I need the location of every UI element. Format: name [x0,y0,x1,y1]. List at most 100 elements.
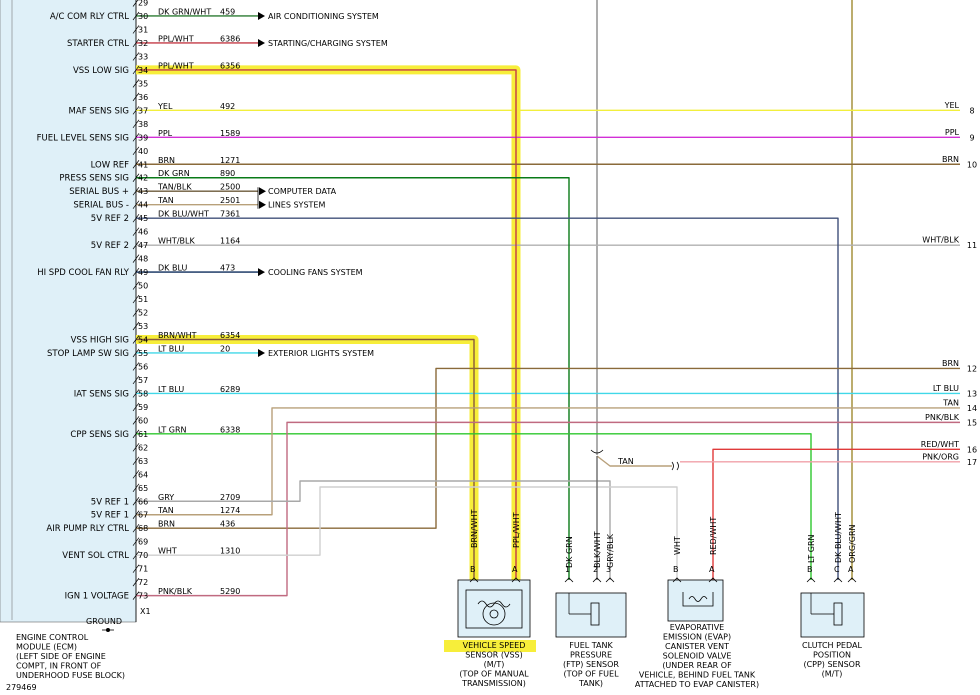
vss-pin-color-label: PPL/WHT [512,512,521,548]
pin-number: 64 [138,470,148,479]
pin-number: 41 [138,160,148,169]
pin-number: 38 [138,120,148,129]
wire-color-label: DK BLU/WHT [158,210,209,219]
pin-tick [132,173,140,182]
evap-label-line: (UNDER REAR OF [662,661,732,670]
pin-tick [132,254,140,263]
pin-number: 48 [138,255,148,264]
pin-number: 68 [138,524,148,533]
right-wire-color-label: TAN [942,398,959,407]
wire-color-label: BRN [158,156,175,165]
pin-tick [132,416,140,425]
pin-tick [132,227,140,236]
page-reference-number: 10 [967,160,977,169]
wire-color-label: YEL [157,102,173,111]
pin-tick [132,470,140,479]
pin-tick [132,348,140,358]
pin-tick [132,389,140,398]
circuit-number-label: 6356 [220,61,240,70]
pin-tick [132,92,140,102]
pin-number: 49 [138,268,148,277]
vss-sensor-box [457,579,531,638]
destination-label: COOLING FANS SYSTEM [268,268,363,277]
connector-terminal-icon [469,577,479,583]
connector-terminal-icon [592,577,602,583]
pin-tick [132,510,140,519]
pin-number: 53 [138,322,148,331]
air-pump-ctrl-wire [136,367,960,529]
pin-tick [132,213,140,223]
pin-number: 69 [138,538,148,547]
vss-pin-letter: A [512,565,518,574]
splice-mark [590,449,604,454]
evap-pin-color-label: WHT [673,536,682,555]
evap-pin-color-label: RED/WHT [709,517,718,555]
pin-number: 72 [138,578,148,587]
pin-number: 46 [138,228,148,237]
vss-pin-letter: B [470,565,476,574]
pin-function-label: AIR PUMP RLY CTRL [46,524,129,534]
tan-splice-wire [596,455,672,467]
5v-ref-1-tan-wire [136,407,960,516]
ftp-label-line: TANK) [578,679,603,688]
vss-label-line: TRANSMISSION) [461,679,526,688]
pin-number: 57 [138,376,148,385]
pin-tick [132,146,140,155]
pin-number: 44 [138,201,148,210]
evap-label-line: CANISTER VENT [665,642,729,651]
ecm-label-line: UNDERHOOD FUSE BLOCK) [16,671,125,680]
cpp-label-line: CLUTCH PEDAL [802,641,862,650]
ftp-pin-letter: 1 [565,565,570,574]
ftp-pin-color-label: DK GRN [565,536,574,568]
circuit-number-label: 2501 [220,196,240,205]
wire-color-label: BRN/WHT [158,331,197,340]
pin-tick [132,133,140,142]
pin-number: 56 [138,362,148,371]
pin-function-label: VSS LOW SIG [73,66,129,76]
pin-function-label: 5V REF 1 [91,497,129,507]
connector-terminal-icon [833,577,843,583]
pin-number: 62 [138,443,148,452]
connector-terminal-icon [511,577,521,583]
evap-label-line: VEHICLE, BEHIND FUEL TANK [639,671,756,680]
ground-pin-number: X1 [140,607,151,616]
pin-number: 52 [138,309,148,318]
circuit-number-label: 6386 [220,34,240,43]
pin-tick [132,11,140,21]
pin-number: 33 [138,52,148,61]
right-wire-color-label: BRN [942,155,959,164]
ground-label: GROUND [86,617,122,626]
pin-number: 59 [138,403,148,412]
vss-low-highlight [136,65,521,580]
pin-tick [132,267,140,277]
vss-label-line: SENSOR (VSS) [465,651,522,660]
pin-function-label: VENT SOL CTRL [62,551,129,561]
ign-voltage-wire [136,421,960,597]
destination-label: COMPUTER DATA [268,187,337,196]
vss-gear-hub [489,609,499,619]
wire-color-label: TAN [157,506,174,515]
tan-wire-label: TAN [617,457,634,466]
ftp-sig-wire [136,177,570,580]
pin-tick [132,52,140,61]
ecm-label-line: (LEFT SIDE OF ENGINE [16,652,106,661]
arrow-icon [258,11,265,20]
wire-color-label: BRN [158,520,175,529]
wire-color-label: TAN/BLK [157,183,192,192]
pin-tick [132,106,140,115]
cpp-label-line: (M/T) [822,670,843,679]
pin-number: 60 [138,416,148,425]
pin-number: 58 [138,389,148,398]
pin-tick [132,577,140,587]
ecm-box [0,0,137,623]
pin-number: 63 [138,457,148,466]
evap-pin-letter: A [709,565,715,574]
cpp-label-line: (CPP) SENSOR [803,660,861,669]
pin-number: 70 [138,551,148,560]
circuit-number-label: 436 [220,520,235,529]
evap-pin-letter: B [673,565,679,574]
vss-coil-icon [477,600,511,608]
evap-power-wire [712,448,960,580]
pin-function-label: SERIAL BUS + [69,187,129,197]
